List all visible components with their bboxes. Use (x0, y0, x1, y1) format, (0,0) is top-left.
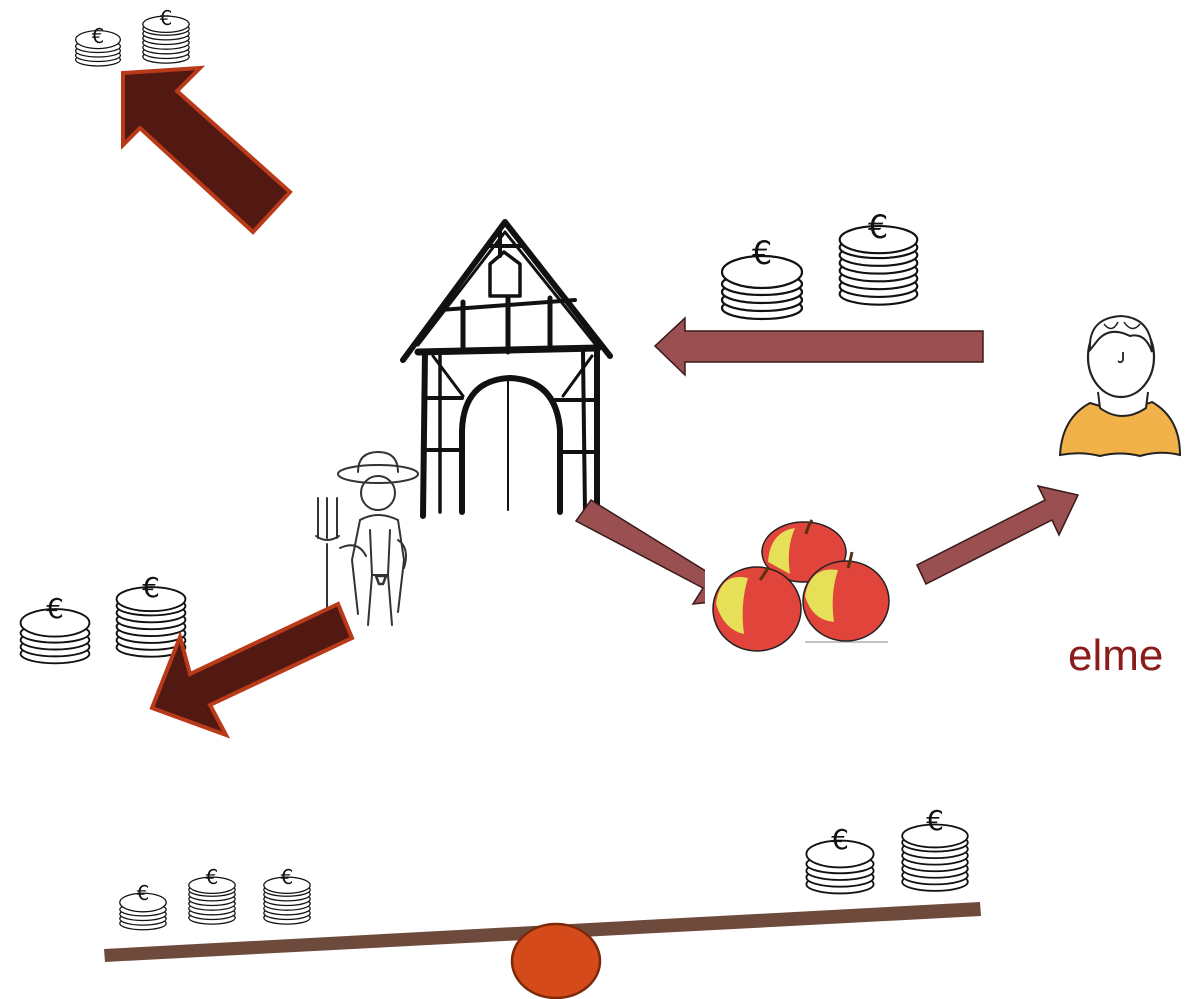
svg-text:€: € (142, 571, 160, 604)
svg-text:€: € (831, 823, 849, 856)
apples-icon (705, 519, 892, 652)
svg-text:€: € (206, 865, 219, 889)
coin-stack-icon: € (142, 6, 190, 64)
coin-stack-icon: € (720, 234, 804, 321)
coin-stack-icon: € (901, 804, 969, 892)
arrow-icon (653, 316, 984, 377)
svg-text:€: € (137, 881, 150, 905)
svg-text:€: € (92, 24, 105, 48)
seesaw-icon: € € € € € (104, 804, 981, 999)
svg-text:€: € (752, 234, 772, 272)
customer-icon (1058, 314, 1182, 458)
svg-text:€: € (281, 865, 294, 889)
farmhouse-icon (400, 219, 613, 519)
coin-stack-icon: € (838, 208, 919, 306)
coin-stack-icon: € (19, 592, 91, 665)
svg-text:€: € (868, 208, 888, 246)
svg-text:€: € (926, 804, 944, 837)
coin-stack-icon: € (119, 881, 167, 931)
svg-text:€: € (46, 592, 64, 625)
partial-label: elme (1068, 631, 1164, 677)
coin-stack-icon: € (74, 24, 122, 67)
arrow-icon (149, 601, 355, 739)
arrow-icon (916, 484, 1080, 586)
coin-stack-icon: € (263, 865, 311, 925)
arrow-icon (121, 65, 293, 235)
coin-stack-icon: € (805, 823, 875, 895)
coin-stack-icon: € (188, 865, 236, 925)
svg-text:€: € (160, 6, 173, 30)
coin-stack-icon: € (115, 571, 187, 658)
